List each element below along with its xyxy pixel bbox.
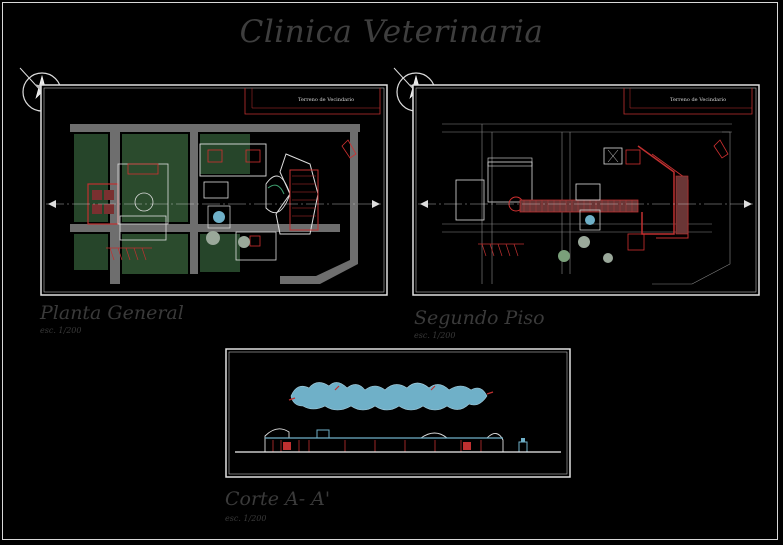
street-label: Terreno de Vecindario: [298, 97, 354, 103]
drawing-frame: [2, 2, 778, 540]
plan-general-drawing: Terreno de Vecindario: [40, 84, 388, 296]
plan-general-label: Planta General: [40, 302, 184, 324]
street-label-2: Terreno de Vecindario: [670, 97, 726, 103]
second-floor-scale: esc. 1/200: [414, 331, 456, 340]
section-scale: esc. 1/200: [225, 514, 267, 523]
section-drawing: [225, 348, 571, 478]
section-label: Corte A- A': [225, 488, 331, 510]
plan-general-scale: esc. 1/200: [40, 326, 82, 335]
second-floor-label: Segundo Piso: [414, 307, 545, 329]
second-floor-drawing: Terreno de Vecindario: [412, 84, 760, 296]
drawing-title: Clinica Veterinaria: [239, 14, 544, 50]
